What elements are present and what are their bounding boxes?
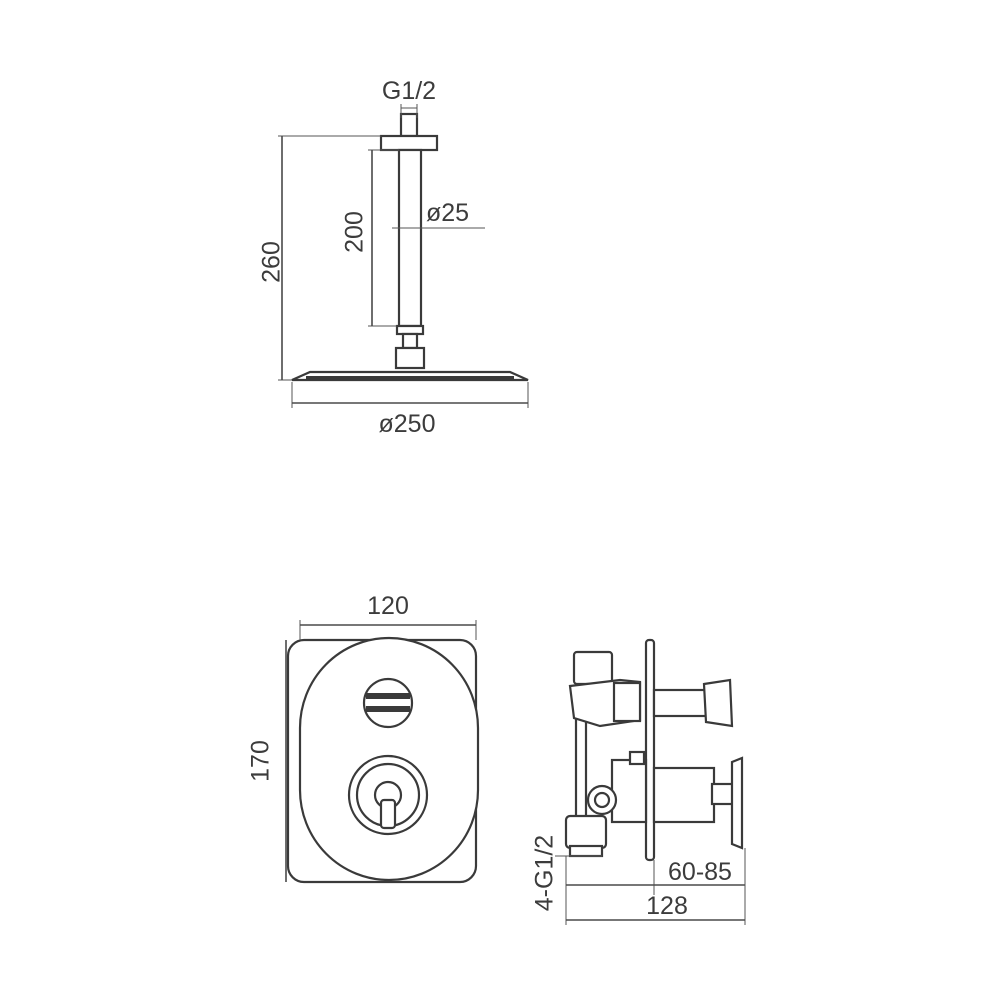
plate-width-label: 120 [367, 592, 409, 620]
shower-nozzles [306, 376, 514, 380]
diverter-knob [362, 677, 414, 729]
dim-total-depth: 128 [565, 848, 746, 925]
bottom-outlet [564, 814, 608, 850]
lower-spindle-nut [710, 782, 736, 806]
dim-arm-length: 200 [341, 149, 399, 327]
mixer-front-view: 120 170 [247, 592, 480, 884]
dim-install-depth: 60-85 [565, 856, 745, 895]
dim-head-diameter: ø250 [291, 382, 529, 438]
dim-connections: 4-G1/2 [531, 835, 602, 911]
diverter-knob-slot-2 [366, 706, 410, 712]
ceiling-flange [379, 134, 439, 152]
arm-diameter-label: ø25 [426, 199, 469, 227]
arm-length-label: 200 [341, 211, 369, 253]
inlet-nipple [399, 112, 419, 138]
total-depth-label: 128 [646, 892, 688, 920]
lever-handle [730, 756, 744, 850]
head-connector [394, 346, 426, 370]
top-inlet [572, 650, 614, 686]
connections-label: 4-G1/2 [531, 835, 559, 911]
arm-ring [395, 324, 425, 336]
mixer-lever [379, 798, 397, 830]
lower-valve-block [610, 758, 648, 824]
total-height-label: 260 [258, 241, 286, 283]
mixer-side-view: 4-G1/2 60-85 128 [531, 638, 746, 925]
dim-plate-height: 170 [247, 640, 287, 882]
upper-knob [702, 678, 734, 728]
dim-inlet-thread: G1/2 [382, 77, 436, 118]
shower-head-assembly: G1/2 260 200 ø25 ø250 [258, 77, 529, 438]
inlet-thread-label: G1/2 [382, 77, 436, 105]
wall-plate [644, 638, 656, 862]
dim-arm-diameter: ø25 [392, 199, 485, 229]
lower-spindle [652, 766, 716, 824]
diverter-knob-slot-1 [366, 693, 410, 699]
ball-joint [401, 332, 419, 350]
side-outlet-bore [593, 791, 611, 809]
upper-valve-collar [612, 681, 642, 723]
plate-height-label: 170 [247, 740, 275, 782]
dim-total-height: 260 [258, 135, 381, 381]
upper-spindle [652, 688, 708, 718]
dim-plate-width: 120 [299, 592, 477, 640]
shower-arm [397, 148, 423, 328]
lower-valve-cap [628, 750, 646, 766]
install-depth-label: 60-85 [668, 858, 732, 886]
bottom-outlet-thread [568, 844, 604, 858]
head-diameter-label: ø250 [379, 410, 436, 438]
